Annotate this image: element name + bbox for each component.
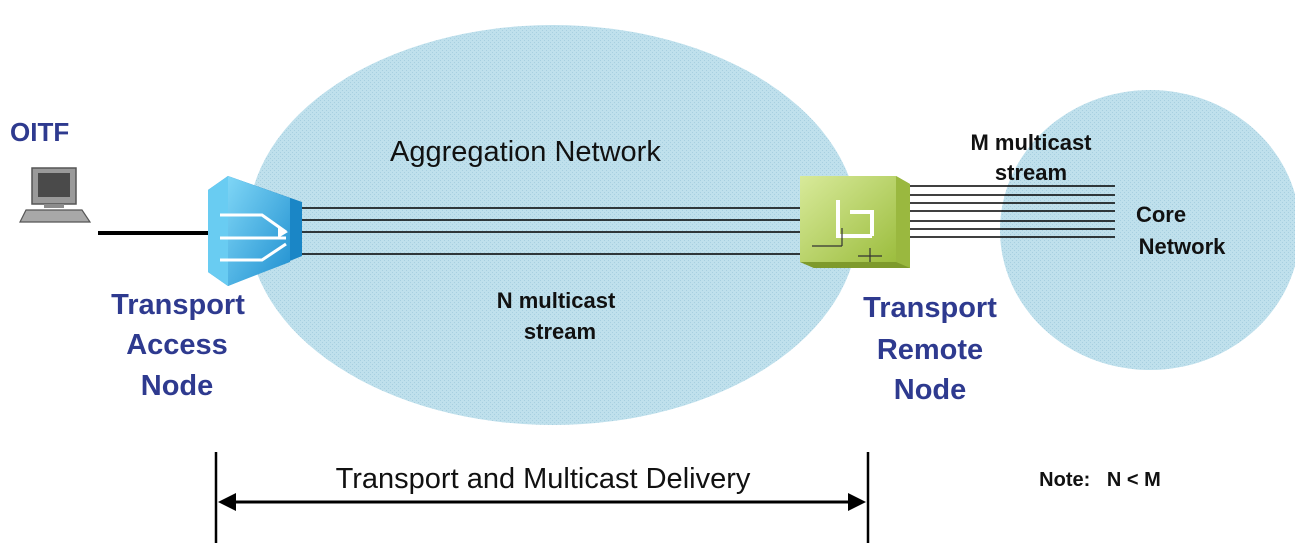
aggregation-network-cloud bbox=[248, 25, 858, 425]
m-multicast-label-line2: stream bbox=[995, 160, 1067, 185]
oitf-label: OITF bbox=[10, 117, 69, 147]
core-network-cloud bbox=[1000, 90, 1295, 370]
delivery-label: Transport and Multicast Delivery bbox=[336, 463, 751, 495]
remote-node-label-line2: Remote bbox=[877, 334, 983, 366]
n-multicast-label-line2: stream bbox=[524, 319, 596, 344]
core-network-label-line2: Network bbox=[1139, 234, 1227, 259]
n-multicast-label-line1: N multicast bbox=[497, 288, 616, 313]
computer-icon bbox=[19, 167, 92, 223]
transport-remote-node-device bbox=[800, 176, 910, 268]
n-multicast-lines bbox=[300, 207, 808, 255]
access-node-label-line3: Node bbox=[141, 370, 214, 402]
m-multicast-lines bbox=[908, 185, 1115, 238]
remote-node-label-line1: Transport bbox=[863, 292, 997, 324]
delivery-arrow bbox=[218, 493, 866, 511]
access-node-label-line1: Transport bbox=[111, 289, 245, 321]
core-network-label-line1: Core bbox=[1136, 202, 1186, 227]
m-multicast-label-line1: M multicast bbox=[970, 130, 1092, 155]
transport-access-node-device bbox=[208, 176, 302, 286]
access-node-label-line2: Access bbox=[126, 329, 228, 361]
aggregation-network-label: Aggregation Network bbox=[390, 136, 661, 168]
note-label: Note: N < M bbox=[1039, 469, 1161, 491]
remote-node-label-line3: Node bbox=[894, 374, 967, 406]
